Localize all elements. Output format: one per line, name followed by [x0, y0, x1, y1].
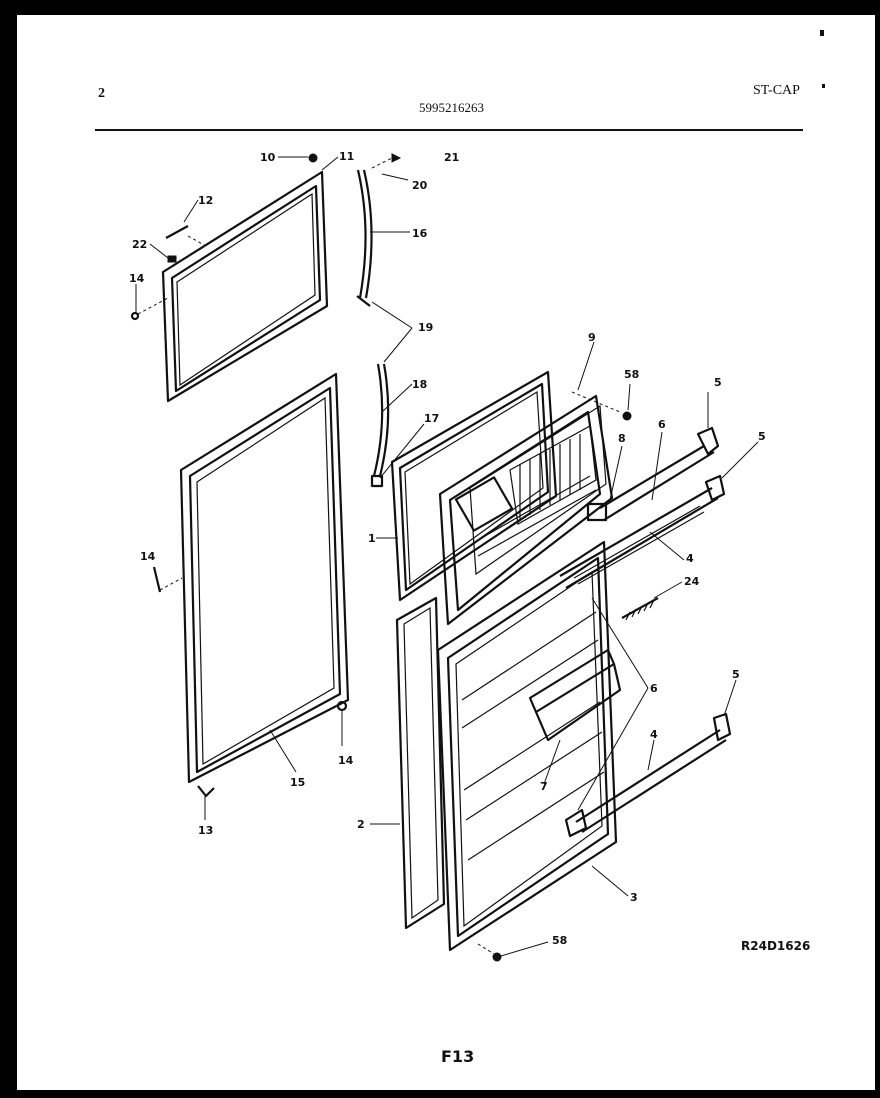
callout-16: 16 — [412, 227, 428, 240]
callout-1: 1 — [368, 532, 376, 545]
fresh-food-door-gasket — [395, 596, 446, 930]
callout-17: 17 — [424, 412, 439, 425]
callout-21: 21 — [444, 151, 459, 164]
part-number: 5995216263 — [419, 100, 484, 115]
callout-14-right: 14 — [338, 754, 354, 767]
shelf-rail-lower — [575, 712, 732, 833]
hinge-pin-12 — [165, 225, 207, 247]
spring-24 — [621, 597, 659, 621]
callout-6-top: 6 — [658, 418, 666, 431]
screw-14-left — [152, 566, 183, 593]
callout-14-left: 14 — [140, 550, 156, 563]
callout-2: 2 — [357, 818, 365, 831]
callout-22: 22 — [132, 238, 147, 251]
callout-5-top: 5 — [714, 376, 722, 389]
page-number: 2 — [98, 86, 105, 101]
callout-19: 19 — [418, 321, 433, 334]
fresh-food-gasket — [179, 372, 350, 784]
callout-18: 18 — [412, 378, 427, 391]
screw-58-bottom — [477, 941, 549, 962]
header-rule — [95, 129, 803, 131]
callout-58-top: 58 — [624, 368, 639, 381]
diagram-sheet: 2 5995216263 ST-CAP — [17, 15, 875, 1090]
shelf-rail-upper — [599, 426, 720, 521]
callout-15: 15 — [290, 776, 305, 789]
callout-8-top: 8 — [618, 432, 626, 445]
fresh-food-door-liner — [436, 540, 622, 952]
callout-11: 11 — [339, 150, 354, 163]
model-code: ST-CAP — [753, 83, 800, 98]
scan-speck — [822, 84, 825, 88]
freezer-handle — [356, 169, 373, 307]
callout-12: 12 — [198, 194, 213, 207]
shelf-rail-middle — [559, 474, 726, 589]
scan-speck — [820, 30, 824, 36]
leader-lines — [135, 156, 759, 897]
screw-14-top — [130, 297, 169, 321]
callout-4-top: 4 — [686, 552, 694, 565]
freezer-gasket — [161, 170, 329, 403]
callout-7: 7 — [540, 780, 548, 793]
callout-labels: 10 11 12 22 14 21 20 16 19 18 17 9 58 5 … — [129, 150, 766, 947]
freezer-door-liner — [438, 394, 614, 626]
callout-9: 9 — [588, 331, 596, 344]
drawing-id: R24D1626 — [741, 939, 810, 953]
callout-24: 24 — [684, 575, 700, 588]
callout-6-bottom: 6 — [650, 682, 658, 695]
callout-14-top: 14 — [129, 272, 145, 285]
bracket-8 — [586, 502, 608, 522]
screw-22 — [167, 255, 177, 263]
callout-5-middle: 5 — [758, 430, 766, 443]
callout-10: 10 — [260, 151, 276, 164]
hinge-13 — [197, 785, 215, 820]
screw-14-right — [336, 700, 348, 746]
screw-20-21 — [371, 153, 409, 181]
callout-3: 3 — [630, 891, 638, 904]
screw-58-top — [571, 391, 632, 421]
callout-20: 20 — [412, 179, 428, 192]
fresh-food-handle — [370, 363, 390, 488]
figure-label: F13 — [441, 1047, 474, 1066]
callout-58-bottom: 58 — [552, 934, 567, 947]
callout-4-bottom: 4 — [650, 728, 658, 741]
screw-10 — [278, 153, 318, 163]
callout-13: 13 — [198, 824, 213, 837]
callout-5-bottom: 5 — [732, 668, 740, 681]
